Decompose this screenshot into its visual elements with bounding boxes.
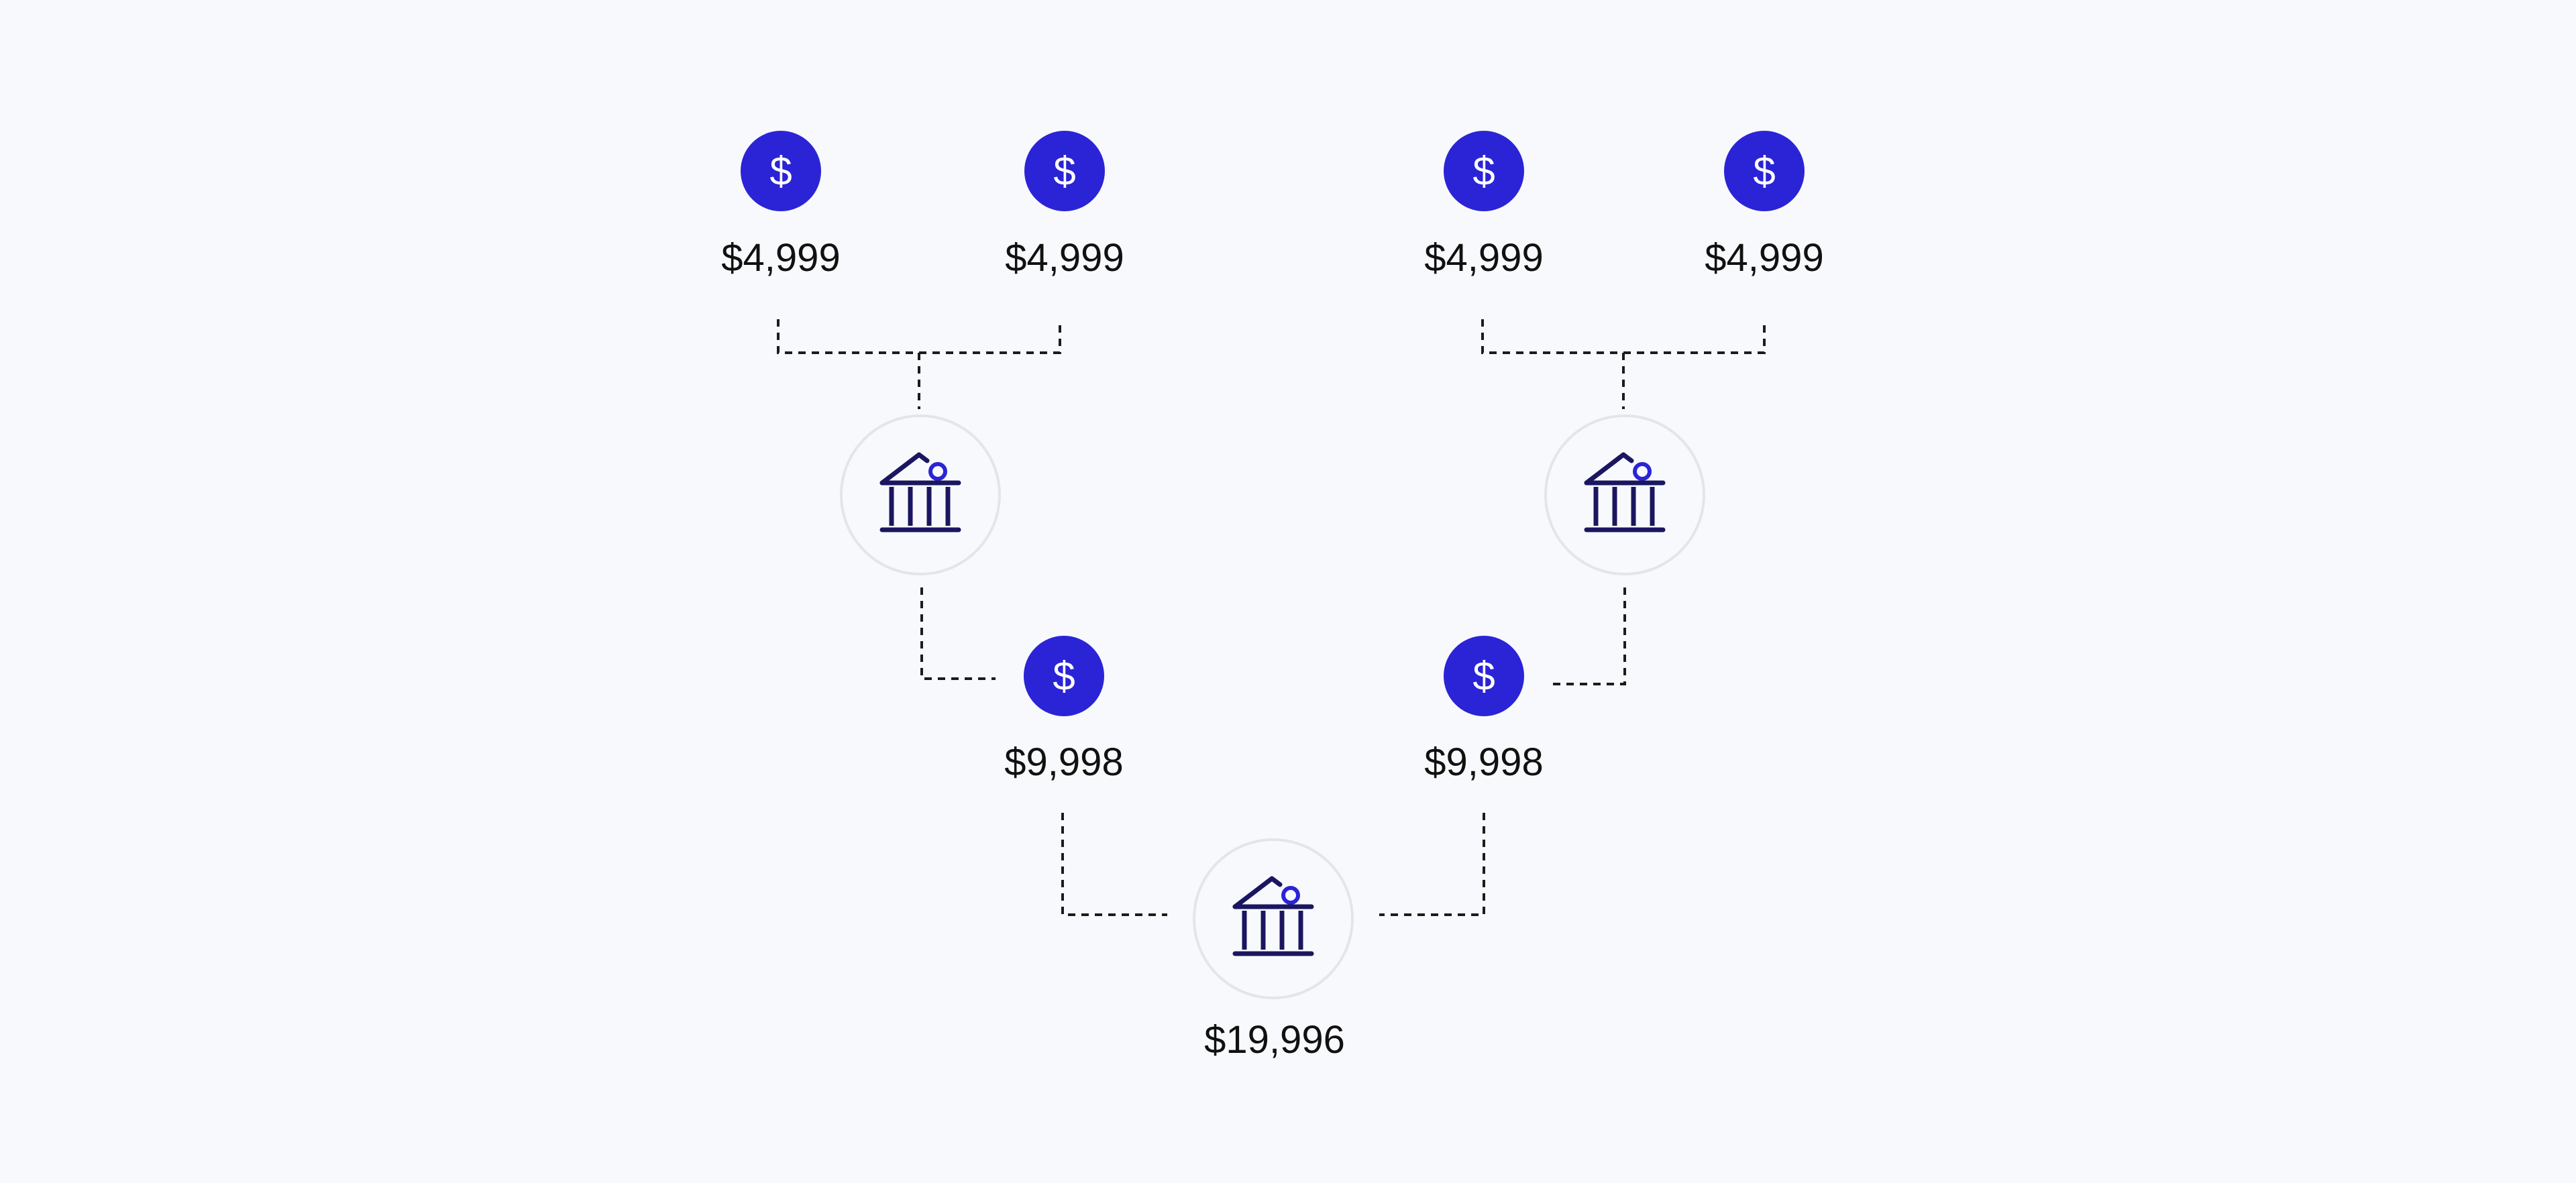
bank-node-total: $19,996 [1193,838,1354,1062]
connector-left-top-bracket [777,319,1061,409]
dollar-sign-glyph: $ [1472,149,1495,194]
dollar-sign-glyph: $ [1472,654,1495,699]
intermediate-node: $ $9,998 [1004,636,1124,784]
connector-right-bank-to-intermediate [1551,587,1626,685]
intermediate-amount-label: $9,998 [1004,740,1123,784]
connector-left-bank-to-intermediate [920,587,996,680]
source-node: $ $4,999 [1005,131,1124,280]
connector-right-intermediate-to-total [1379,813,1485,916]
bank-circle [840,414,1001,575]
dollar-sign-glyph: $ [769,149,792,194]
bank-node-left [840,414,1001,575]
source-node: $ $4,999 [1424,131,1544,280]
source-node: $ $4,999 [1705,131,1824,280]
dollar-sign-glyph: $ [1753,149,1775,194]
intermediate-amount-label: $9,998 [1424,740,1543,784]
dollar-sign-glyph: $ [1053,149,1075,194]
source-amount-label: $4,999 [1005,236,1124,280]
intermediate-node: $ $9,998 [1424,636,1544,784]
bank-node-right [1544,414,1705,575]
dollar-sign-glyph: $ [1053,654,1075,699]
bank-circle [1193,838,1354,999]
dollar-coin-icon [1024,131,1105,211]
total-amount-label: $19,996 [1204,1018,1345,1062]
connector-left-intermediate-to-total [1061,813,1167,916]
source-node: $ $4,999 [721,131,841,280]
dollar-coin-icon [1444,636,1524,716]
source-amount-label: $4,999 [1424,236,1543,280]
connector-right-top-bracket [1481,319,1766,409]
connectors [777,319,1766,916]
bank-circle [1544,414,1705,575]
dollar-coin-icon [1024,636,1104,716]
source-amount-label: $4,999 [721,236,840,280]
dollar-coin-icon [741,131,821,211]
dollar-coin-icon [1724,131,1805,211]
source-amount-label: $4,999 [1705,236,1823,280]
dollar-coin-icon [1444,131,1524,211]
